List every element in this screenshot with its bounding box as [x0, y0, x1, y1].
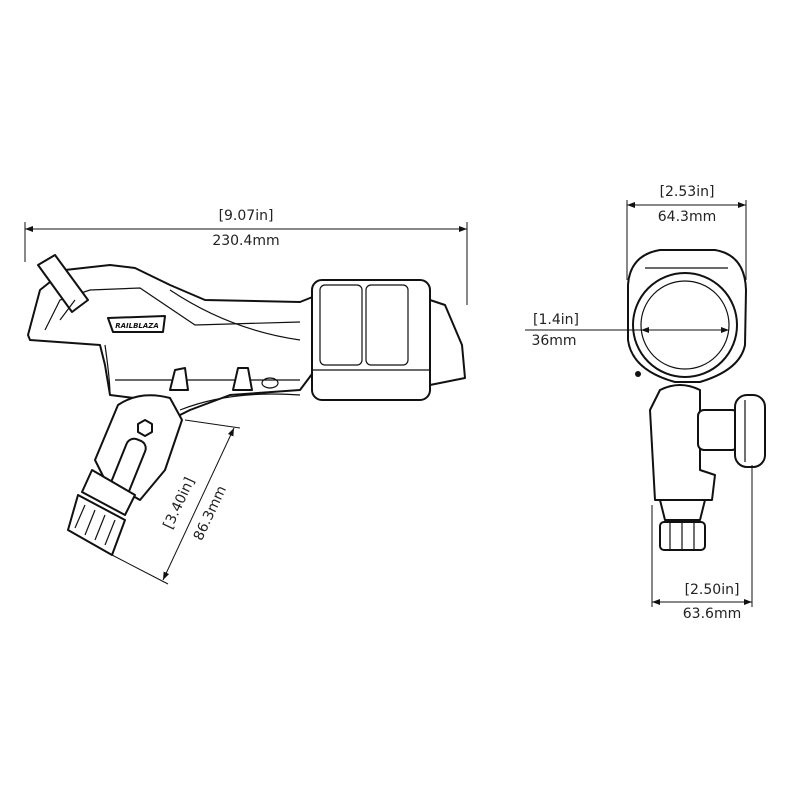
tube-diameter-mm: 36mm [531, 333, 576, 349]
dimension-width-bottom: [2.50in] 63.6mm [651, 465, 753, 622]
front-view [627, 249, 766, 551]
base-height-mm: 86.3mm [191, 483, 230, 543]
dimension-width-top: [2.53in] 64.3mm [626, 184, 747, 280]
side-view: RAILBLAZA [27, 254, 466, 556]
width-bottom-mm: 63.6mm [683, 606, 741, 622]
base-height-in: [3.40in] [161, 475, 199, 531]
tube-diameter-in: [1.4in] [533, 312, 579, 328]
width-bottom-in: [2.50in] [685, 582, 740, 598]
width-top-in: [2.53in] [660, 184, 715, 200]
width-top-mm: 64.3mm [658, 209, 716, 225]
dimension-tube-diameter: [1.4in] 36mm [525, 312, 729, 349]
brand-logo: RAILBLAZA [115, 322, 159, 330]
overall-length-mm: 230.4mm [212, 233, 279, 249]
dimension-overall-length: [9.07in] 230.4mm [24, 208, 468, 305]
overall-length-in: [9.07in] [219, 208, 274, 224]
